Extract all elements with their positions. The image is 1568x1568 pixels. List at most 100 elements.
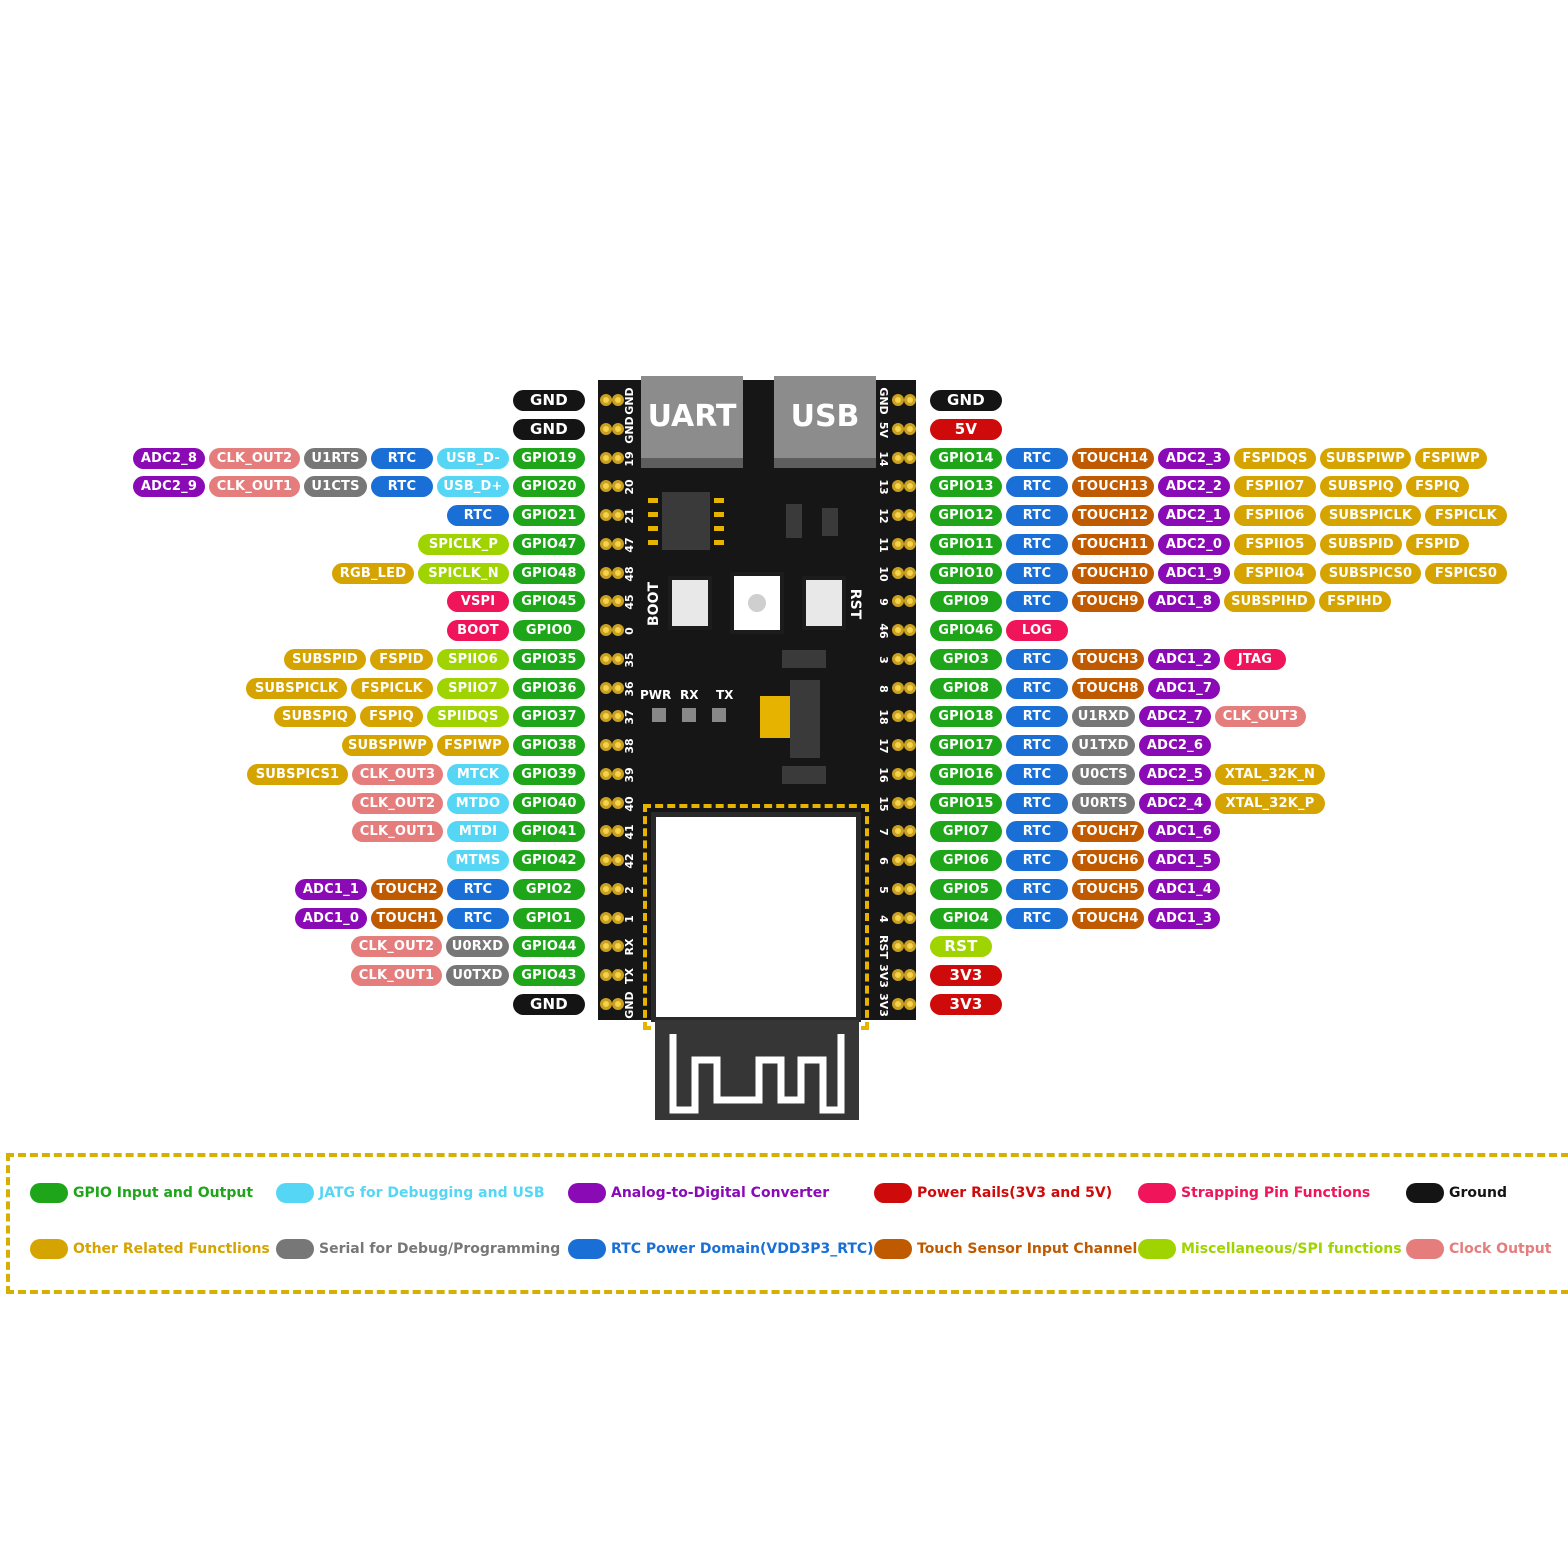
legend-item: Miscellaneous/SPI functions xyxy=(1138,1237,1402,1261)
pin-hole xyxy=(904,537,916,550)
left-label-gpio20: GPIO20 xyxy=(513,476,585,498)
pin-hole xyxy=(904,997,916,1010)
right-label-adc1-7: ADC1_7 xyxy=(1148,677,1220,699)
right-label-fspiio7: FSPIIO7 xyxy=(1234,476,1316,498)
pin-hole xyxy=(612,940,624,953)
right-label-rtc: RTC xyxy=(1006,591,1068,613)
left-pin-number: 42 xyxy=(623,853,636,869)
right-label-fspiio5: FSPIIO5 xyxy=(1234,533,1316,555)
left-pin-number: 41 xyxy=(623,824,636,840)
left-label-rtc: RTC xyxy=(447,878,509,900)
right-label-gpio3: GPIO3 xyxy=(930,648,1002,670)
right-pin-number: 17 xyxy=(877,738,890,754)
left-label-gpio36: GPIO36 xyxy=(513,677,585,699)
chip-pad xyxy=(648,526,658,531)
pin-hole xyxy=(600,911,612,924)
right-pin-number: 10 xyxy=(877,565,890,582)
right-label-5v: 5V xyxy=(930,418,1002,440)
capacitor xyxy=(782,766,826,784)
legend-item: Other Related Functlions xyxy=(30,1237,270,1261)
left-label-touch2: TOUCH2 xyxy=(371,878,443,900)
left-label-u1cts: U1CTS xyxy=(304,476,367,498)
right-label-rst: RST xyxy=(930,936,992,958)
right-label-subspics0: SUBSPICS0 xyxy=(1320,562,1421,584)
voltage-regulator xyxy=(790,680,820,758)
pin-hole xyxy=(892,882,904,895)
boot-button[interactable] xyxy=(668,576,712,630)
left-pin-number: 36 xyxy=(623,680,636,697)
right-label-adc2-4: ADC2_4 xyxy=(1139,792,1211,814)
pin-hole xyxy=(600,681,612,694)
legend-label: Strapping Pin Functions xyxy=(1181,1185,1371,1201)
rst-button[interactable] xyxy=(802,576,846,630)
right-label-u1rxd: U1RXD xyxy=(1072,706,1135,728)
pin-hole xyxy=(892,422,904,435)
right-label-adc2-0: ADC2_0 xyxy=(1158,533,1230,555)
left-label-subspics1: SUBSPICS1 xyxy=(247,763,348,785)
left-label-gpio38: GPIO38 xyxy=(513,735,585,756)
left-label-gpio21: GPIO21 xyxy=(513,505,585,526)
pin-hole xyxy=(600,595,612,608)
pin-hole xyxy=(892,940,904,953)
pin-hole xyxy=(612,710,624,723)
pin-hole xyxy=(612,480,624,493)
pin-hole xyxy=(904,825,916,838)
right-label-touch7: TOUCH7 xyxy=(1072,821,1144,843)
legend-label: Analog-to-Digital Converter xyxy=(611,1185,830,1201)
right-label-rtc: RTC xyxy=(1006,447,1068,469)
right-pin-number: 18 xyxy=(877,709,890,725)
pcb-antenna xyxy=(655,1020,859,1120)
legend-swatch xyxy=(568,1239,606,1259)
chip-pad xyxy=(714,498,724,503)
right-label-adc1-6: ADC1_6 xyxy=(1148,821,1220,843)
pin-hole xyxy=(612,595,624,608)
pin-hole xyxy=(600,969,612,981)
legend-item: Power Rails(3V3 and 5V) xyxy=(874,1181,1112,1205)
legend-label: Clock Output xyxy=(1449,1241,1552,1257)
left-label-subspid: SUBSPID xyxy=(284,648,366,670)
right-label-fspiq: FSPIQ xyxy=(1406,476,1469,498)
right-pin-number: 3V3 xyxy=(877,964,890,988)
rx-led-label: RX xyxy=(680,688,699,702)
pin-hole xyxy=(892,480,904,493)
pin-hole xyxy=(892,624,904,636)
left-pin-number: RX xyxy=(623,938,636,956)
right-label-adc2-2: ADC2_2 xyxy=(1158,476,1230,498)
left-pin-number: 45 xyxy=(623,594,636,610)
right-label-fspiwp: FSPIWP xyxy=(1415,447,1487,469)
left-label-gpio41: GPIO41 xyxy=(513,821,585,843)
right-label-fspiio6: FSPIIO6 xyxy=(1234,505,1316,526)
left-label-gnd: GND xyxy=(513,418,585,440)
legend-swatch xyxy=(568,1183,606,1203)
chip-pad xyxy=(714,512,724,517)
pin-hole xyxy=(600,854,612,866)
right-label-clk-out3: CLK_OUT3 xyxy=(1215,706,1306,728)
right-pin-number: 13 xyxy=(877,479,890,495)
right-pin-number: 6 xyxy=(877,857,890,865)
pin-hole xyxy=(612,681,624,694)
left-label-rtc: RTC xyxy=(447,505,509,526)
right-label-subspihd: SUBSPIHD xyxy=(1224,591,1315,613)
right-label-3v3: 3V3 xyxy=(930,965,1002,986)
right-pin-number: 12 xyxy=(877,508,890,524)
left-label-vspi: VSPI xyxy=(447,591,509,613)
pin-hole xyxy=(600,566,612,579)
antenna-trace-icon xyxy=(669,1034,845,1114)
pin-hole xyxy=(612,652,624,665)
left-label-boot: BOOT xyxy=(447,620,509,641)
right-label-gpio18: GPIO18 xyxy=(930,706,1002,728)
right-label-touch3: TOUCH3 xyxy=(1072,648,1144,670)
left-label-adc1-0: ADC1_0 xyxy=(295,907,367,929)
pin-hole xyxy=(892,681,904,694)
rx-led xyxy=(682,708,696,722)
left-label-gpio43: GPIO43 xyxy=(513,965,585,986)
left-label-adc2-8: ADC2_8 xyxy=(133,447,205,469)
left-label-touch1: TOUCH1 xyxy=(371,907,443,929)
pin-hole xyxy=(892,710,904,723)
left-label-rtc: RTC xyxy=(371,447,433,469)
pin-hole xyxy=(892,825,904,838)
pin-hole xyxy=(892,451,904,464)
left-label-spiio6: SPIIO6 xyxy=(437,648,509,670)
left-label-spiio7: SPIIO7 xyxy=(437,677,509,699)
right-label-rtc: RTC xyxy=(1006,533,1068,555)
